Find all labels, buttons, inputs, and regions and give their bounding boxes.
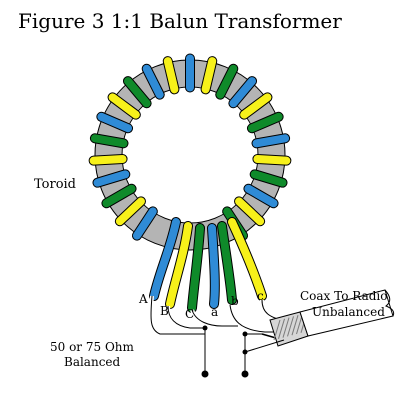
coax-braid-hatch [291,315,299,336]
wire-label-a: a [211,305,218,319]
winding-turn [185,53,195,93]
winding-turn [131,206,158,241]
junction-dot-2 [242,331,248,337]
toroid-label: Toroid [34,177,76,192]
winding-turn [107,92,141,120]
winding-turn [96,111,134,134]
coax-label-line2: Unbalanced [312,305,385,319]
winding-turn [234,196,266,227]
coax-braid-hatch [273,319,281,341]
lead-wires [149,217,267,313]
terminal-dot-right [241,370,249,378]
wire-label-A: A [138,292,148,306]
lead-wire-A [150,218,180,300]
lead-wire-C [188,224,204,312]
lead-wire-a [208,224,219,308]
coax-label-line1: Coax To Radio [300,289,387,303]
winding-turn [200,56,218,95]
connection-wires [149,295,291,374]
winding-turn [88,153,128,166]
figure-title: Figure 3 1:1 Balun Transformer [18,9,342,33]
winding-turn [246,111,284,134]
winding-turn [162,56,180,95]
wire-label-b: b [231,294,239,308]
winding-turn [251,133,291,149]
wire-label-C: C [185,307,194,321]
coax-braid-hatch [278,318,285,339]
lead-wire-b [218,222,236,304]
winding-turn [239,92,273,120]
lead-wire-c [228,218,266,300]
winding-turn [252,153,292,166]
wire-label-B: B [160,304,169,318]
winding-turn [228,76,258,109]
lead-wire-B [166,222,192,308]
winding-turn [243,183,279,209]
winding-turn [114,196,146,227]
wire-label-c: c [257,289,264,303]
terminal-dots [201,325,249,378]
balanced-label-line2: Balanced [64,355,121,369]
junction-dot-1 [202,325,208,331]
winding-turn [141,63,165,100]
coax-braid-hatch [282,317,290,338]
winding-turn [101,183,137,209]
coax-cable [244,289,395,353]
toroid-windings [88,53,292,241]
winding-turn [215,63,239,100]
coax-braid-hatch [287,316,294,337]
winding-turn [122,76,152,109]
winding-turn [249,169,288,188]
balanced-label-line1: 50 or 75 Ohm [50,340,135,354]
winding-turn [92,169,131,188]
winding-turn [89,133,129,149]
terminal-dot-left [201,370,209,378]
